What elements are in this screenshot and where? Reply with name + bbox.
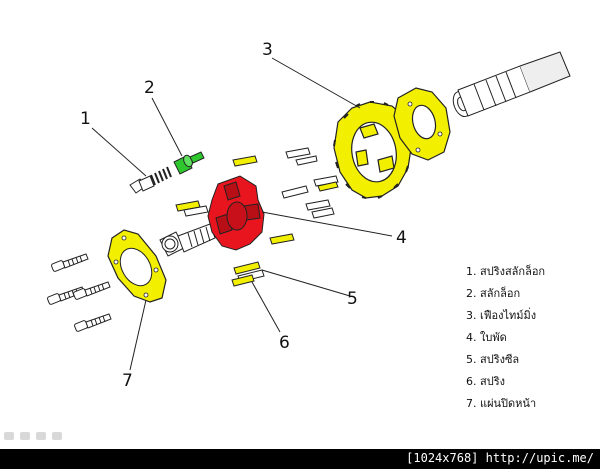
exploded-view-diagram: 1 2 3 4 5 6 7 (47, 40, 571, 391)
bolt (51, 253, 89, 272)
timing-gear (333, 101, 413, 199)
rear-plate (393, 87, 451, 161)
callout-1: 1 (80, 109, 91, 129)
callout-3: 3 (262, 40, 273, 60)
legend-item-front-cover: 7. แผ่นปิดหน้า (466, 397, 537, 410)
menu-icon[interactable] (36, 432, 46, 440)
callout-7: 7 (122, 371, 133, 391)
leader-lines (91, 57, 393, 371)
lock-pin-spring (129, 166, 172, 194)
callout-4: 4 (396, 228, 407, 248)
legend-item-seal-spring: 5. สปริงซีล (466, 353, 520, 366)
bolt (74, 313, 112, 332)
legend-item-lock-pin-spring: 1. สปริงสลักล็อก (466, 265, 546, 278)
bolts-group (47, 253, 112, 332)
footer-bar: [1024x768] http://upic.me/ (0, 449, 600, 469)
legend-item-timing-gear: 3. เฟืองไทม์มิ่ง (466, 309, 537, 322)
zoom-icon[interactable] (4, 432, 14, 440)
legend-item-lock-pin: 2. สลักล็อก (466, 287, 521, 300)
vane-rotor (207, 175, 265, 251)
bolt (73, 281, 111, 300)
callout-6: 6 (279, 333, 290, 353)
front-cover-plate (107, 229, 167, 303)
viewer-toolbar (4, 432, 62, 440)
lock-pin (173, 151, 205, 175)
legend-item-spring: 6. สปริง (466, 375, 505, 388)
diagram-canvas: 1 2 3 4 5 6 7 1. สปริงสลักล็อก 2. สลักล็… (0, 0, 600, 449)
callout-2: 2 (144, 78, 155, 98)
callout-5: 5 (347, 289, 358, 309)
center-bolt (159, 223, 216, 257)
legend-item-vane-rotor: 4. ใบพัด (466, 331, 507, 344)
source-watermark: [1024x768] http://upic.me/ (406, 451, 594, 465)
camshaft (452, 51, 571, 118)
nav-icon[interactable] (52, 432, 62, 440)
vane-seals-and-springs (175, 147, 339, 287)
edit-icon[interactable] (20, 432, 30, 440)
